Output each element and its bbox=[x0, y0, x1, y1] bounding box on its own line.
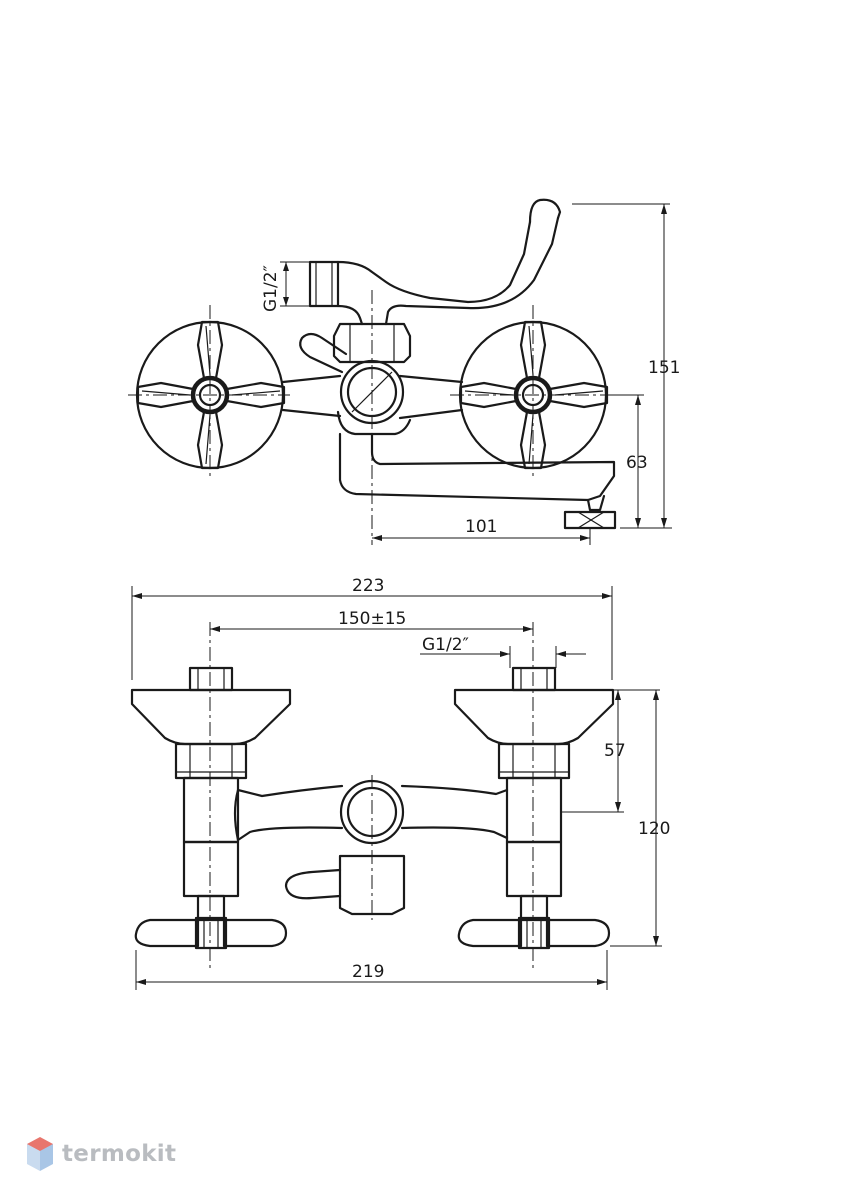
termokit-logo: termokit bbox=[26, 1136, 176, 1172]
central-body bbox=[233, 784, 509, 842]
dim-thread-top-label: G1/2″ bbox=[261, 265, 281, 312]
left-rosette bbox=[130, 688, 292, 746]
bath-spout bbox=[338, 432, 616, 502]
right-rosette bbox=[453, 688, 615, 746]
dim-total-depth-label: 120 bbox=[638, 819, 670, 839]
right-valve-assembly bbox=[453, 666, 615, 922]
diverter-knob bbox=[284, 868, 342, 900]
right-lever-handle bbox=[457, 918, 611, 948]
dim-height-total-label: 151 bbox=[648, 358, 680, 378]
dim-rosette-height-label: 57 bbox=[604, 741, 626, 761]
dim-center-distance-label: 150±15 bbox=[338, 609, 406, 629]
front-view: 223 150±15 G1/2″ 57 120 219 bbox=[130, 576, 670, 990]
shower-lever-top bbox=[528, 198, 562, 224]
left-lever-handle bbox=[134, 918, 288, 948]
shower-outlet bbox=[308, 260, 340, 308]
dim-handle-span-label: 219 bbox=[352, 962, 384, 982]
brand-name: termokit bbox=[62, 1141, 177, 1167]
diverter-lever bbox=[299, 332, 348, 374]
mixer-body bbox=[281, 374, 464, 420]
top-view: G1/2″ 151 63 101 bbox=[128, 198, 680, 545]
dim-height-spout-label: 63 bbox=[626, 453, 648, 473]
cube-logo-icon bbox=[27, 1137, 53, 1171]
dim-thread-front-label: G1/2″ bbox=[422, 635, 469, 655]
dim-overall-width-label: 223 bbox=[352, 576, 384, 596]
dim-spout-reach-label: 101 bbox=[465, 517, 497, 537]
diverter-nut bbox=[339, 779, 405, 845]
left-valve-assembly bbox=[130, 666, 292, 922]
